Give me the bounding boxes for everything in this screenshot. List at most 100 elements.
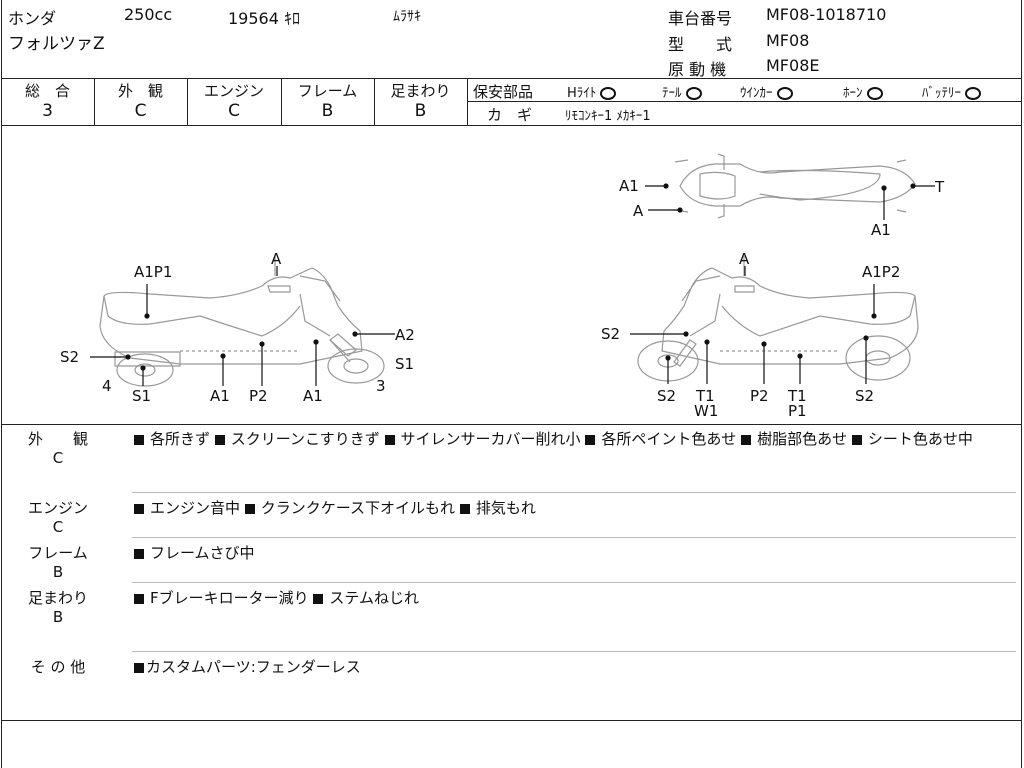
- diag-right-t1-a: T1: [696, 387, 715, 405]
- bike-diagram: [90, 153, 935, 387]
- ok-circle-icon: [685, 87, 702, 100]
- ok-circle-icon: [866, 87, 883, 100]
- ok-circle-icon: [776, 87, 793, 100]
- engine-type: MF08E: [766, 56, 820, 75]
- list-item: ステムねじれ: [313, 589, 419, 607]
- bullet-square-icon: [134, 593, 144, 604]
- frame-grade-label: フレーム: [297, 82, 358, 100]
- diag-top-a: A: [633, 202, 644, 220]
- mileage: 19564 ｷﾛ: [228, 9, 300, 28]
- frame-no: MF08-1018710: [766, 5, 887, 24]
- frame-grade: B: [321, 101, 334, 121]
- list-item: Fブレーキローター減り: [134, 589, 309, 607]
- bullet-square-icon: [244, 503, 255, 514]
- remark-suspension-label: 足まわり: [27, 589, 88, 607]
- safety-item-headlight: Hﾗｲﾄ: [567, 82, 617, 101]
- color: ﾑﾗｻｷ: [393, 9, 421, 25]
- grade-bottom-line: [1, 125, 1022, 126]
- safety-mid-line: [467, 101, 1022, 102]
- key-label: カ ギ: [487, 106, 533, 124]
- diag-left-num4: 4: [102, 377, 112, 395]
- remark-exterior-label: 外 観: [27, 430, 88, 448]
- diag-left-top-a: A: [271, 250, 282, 268]
- engine-grade: C: [228, 101, 240, 121]
- remark-frame-grade: B: [52, 563, 64, 581]
- diag-right-s2-b: S2: [855, 387, 875, 405]
- safety-item-horn: ﾎｰﾝ: [843, 82, 883, 101]
- displacement: 250cc: [124, 5, 173, 24]
- list-item: 樹脂部色あせ: [741, 430, 847, 448]
- bike-right-side: [637, 256, 919, 382]
- diag-left-num3: 3: [376, 377, 386, 395]
- border-left: [1, 0, 2, 768]
- frame-no-label: 車台番号: [668, 9, 733, 28]
- suspension-grade-label: 足まわり: [390, 82, 451, 100]
- diag-right-top-a: A: [739, 250, 750, 268]
- diag-top-t: T: [935, 178, 945, 196]
- remark-engine-label: エンジン: [27, 499, 88, 517]
- remark-suspension-grade: B: [52, 608, 64, 626]
- list-item: 各所ペイント色あせ: [585, 430, 736, 448]
- diag-right-s2-left: S2: [601, 325, 621, 343]
- diag-top-a1-left: A1: [619, 177, 639, 195]
- bullet-square-icon: [313, 593, 324, 604]
- safety-item-winker: ｳｲﾝｶｰ: [740, 82, 793, 101]
- bullet-square-icon: [851, 434, 862, 445]
- bullet-square-icon: [459, 503, 470, 514]
- safety-item-tail: ﾃｰﾙ: [662, 82, 702, 101]
- exterior-grade: C: [134, 101, 147, 121]
- remark-frame-label: フレーム: [28, 544, 88, 562]
- border-right: [1021, 0, 1022, 768]
- remark-suspension-list: Fブレーキローター減り ステムねじれ: [134, 587, 419, 608]
- list-item: エンジン音中: [134, 499, 240, 517]
- bullet-square-icon: [214, 434, 225, 445]
- diag-right-t1-b: T1: [788, 387, 807, 405]
- engine-grade-label: エンジン: [203, 82, 264, 100]
- diag-left-a1-a: A1: [210, 387, 230, 405]
- model-name: フォルツァZ: [8, 34, 105, 54]
- suspension-grade: B: [414, 101, 427, 121]
- diag-left-s2: S2: [60, 348, 80, 366]
- list-item: 各所きず: [134, 430, 210, 448]
- bullet-square-icon: [134, 548, 144, 559]
- grade-top-line: [1, 78, 1022, 79]
- list-item: シート色あせ中: [851, 430, 973, 448]
- bullet-square-icon: [134, 662, 144, 673]
- bullet-square-icon: [741, 434, 752, 445]
- remark-engine-list: エンジン音中 クランクケース下オイルもれ 排気もれ: [134, 497, 536, 518]
- diag-right-w1: W1: [694, 402, 719, 420]
- safety-label: 保安部品: [473, 83, 534, 101]
- overall-grade: 3: [42, 101, 53, 121]
- remark-frame-list: フレームさび中: [134, 542, 255, 563]
- bike-top-view: [674, 153, 916, 219]
- type-value: MF08: [766, 31, 810, 50]
- remark-engine-grade: C: [52, 518, 64, 536]
- list-item: サイレンサーカバー削れ小: [384, 430, 581, 448]
- diag-top-a1-bottom: A1: [871, 221, 891, 239]
- list-item: 排気もれ: [459, 499, 536, 517]
- ok-circle-icon: [600, 87, 617, 100]
- overall-label: 総 合: [24, 82, 70, 100]
- bullet-square-icon: [134, 434, 144, 445]
- exterior-label: 外 観: [117, 82, 163, 100]
- key-value: ﾘﾓｺﾝｷｰ1 ﾒｶｷｰ1: [565, 109, 651, 124]
- leader-lines: [90, 183, 935, 386]
- safety-item-battery: ﾊﾞｯﾃﾘｰ: [922, 82, 981, 101]
- bullet-square-icon: [384, 434, 395, 445]
- diag-left-s1-right: S1: [395, 355, 415, 373]
- diagram-bottom-line: [1, 424, 1022, 425]
- engine-label: 原 動 機: [668, 60, 727, 79]
- diag-left-p2: P2: [249, 387, 268, 405]
- remark-other-label: そ の 他: [30, 658, 86, 676]
- list-item: スクリーンこすりきず: [214, 430, 380, 448]
- remark-other-list: カスタムパーツ:フェンダーレス: [134, 656, 361, 677]
- diag-right-s2-a: S2: [657, 387, 677, 405]
- diag-right-p2: P2: [750, 387, 769, 405]
- type-label: 型 式: [668, 35, 733, 54]
- bike-left-side: [99, 256, 385, 387]
- ok-circle-icon: [965, 87, 981, 100]
- diag-left-a2: A2: [395, 326, 415, 344]
- list-item: クランクケース下オイルもれ: [244, 499, 455, 517]
- maker: ホンダ: [8, 9, 57, 28]
- diag-left-a1-b: A1: [303, 387, 323, 405]
